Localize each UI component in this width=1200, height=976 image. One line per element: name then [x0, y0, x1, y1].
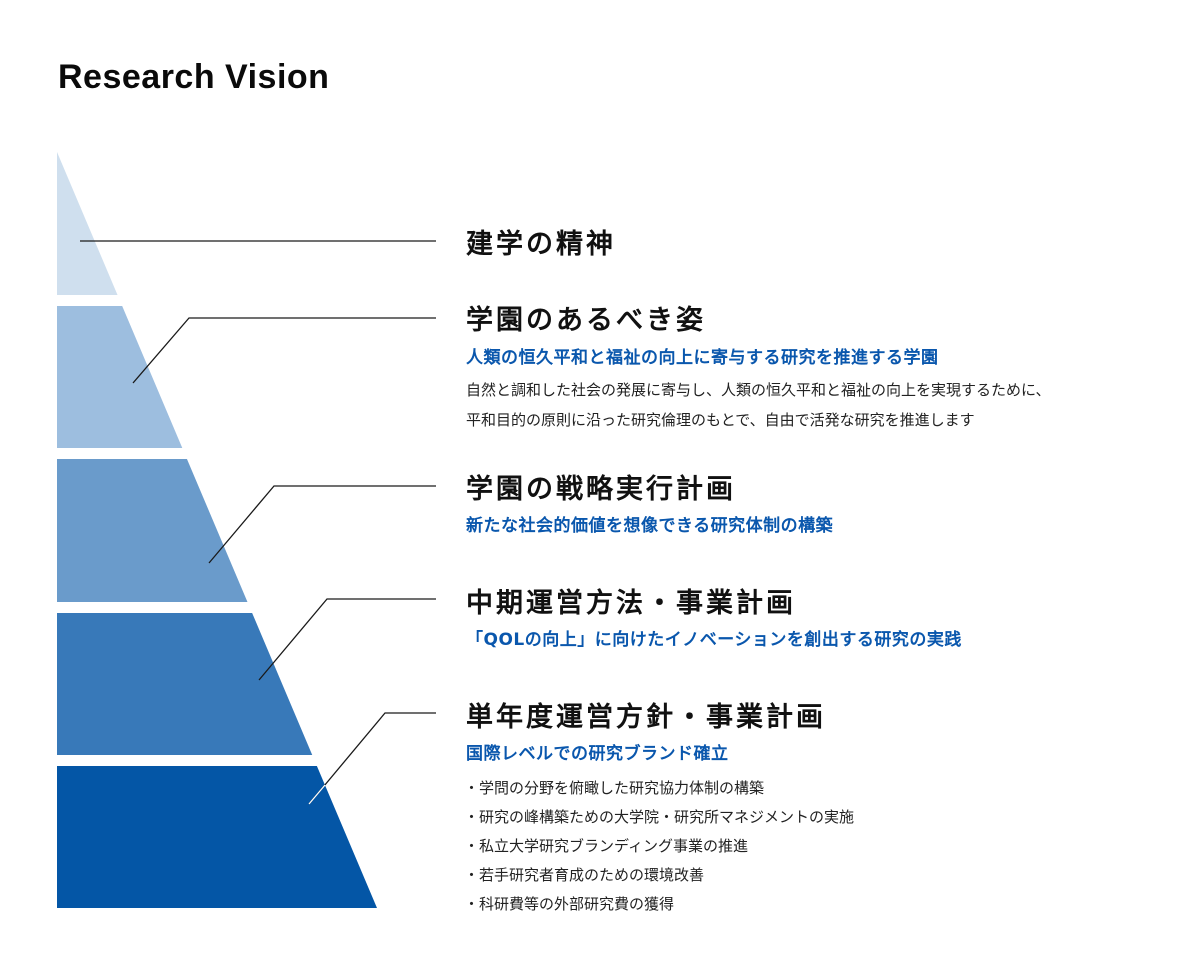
bullet-item: ・若手研究者育成のための環境改善 [464, 866, 705, 884]
leader-line-4 [258, 598, 436, 681]
leader-line-2 [132, 317, 436, 384]
bullet-item: ・学問の分野を俯瞰した研究協力体制の構築 [464, 779, 765, 797]
page-title: Research Vision [58, 58, 330, 96]
leader-line-3 [208, 485, 436, 564]
level-2-description: 自然と調和した社会の発展に寄与し、人類の恒久平和と福祉の向上を実現するために、 … [466, 375, 1051, 435]
level-5-bullet-list: ・学問の分野を俯瞰した研究協力体制の構築 ・研究の峰構築ための大学院・研究所マネ… [464, 774, 854, 919]
level-4-title: 中期運営方法・事業計画 [466, 588, 796, 619]
pyramid-layer-2 [57, 306, 183, 448]
pyramid-layer-3 [57, 459, 248, 602]
level-3-subtitle: 新たな社会的価値を想像できる研究体制の構築 [466, 516, 834, 536]
level-5-title: 単年度運営方針・事業計画 [466, 702, 826, 733]
level-5-subtitle: 国際レベルでの研究ブランド確立 [466, 744, 729, 764]
level-4-subtitle: 「QOLの向上」に向けたイノベーションを創出する研究の実践 [466, 630, 962, 650]
pyramid-layer-4 [57, 613, 313, 755]
pyramid-layer-1 [57, 152, 118, 295]
level-3-title: 学園の戦略実行計画 [466, 474, 736, 505]
leader-line-5-highlight [308, 784, 326, 805]
bullet-item: ・私立大学研究ブランディング事業の推進 [464, 837, 748, 855]
level-2-description-line: 平和目的の原則に沿った研究倫理のもとで、自由で活発な研究を推進します [466, 411, 975, 429]
bullet-item: ・研究の峰構築ための大学院・研究所マネジメントの実施 [464, 808, 855, 826]
bullet-item: ・科研費等の外部研究費の獲得 [464, 895, 675, 913]
level-2-subtitle: 人類の恒久平和と福祉の向上に寄与する研究を推進する学園 [466, 348, 939, 368]
leader-line-5 [308, 712, 436, 805]
level-2-title: 学園のあるべき姿 [466, 305, 706, 336]
level-2-description-line: 自然と調和した社会の発展に寄与し、人類の恒久平和と福祉の向上を実現するために、 [466, 381, 1051, 399]
pyramid-layer-5 [57, 766, 377, 908]
level-1-title: 建学の精神 [466, 229, 616, 260]
